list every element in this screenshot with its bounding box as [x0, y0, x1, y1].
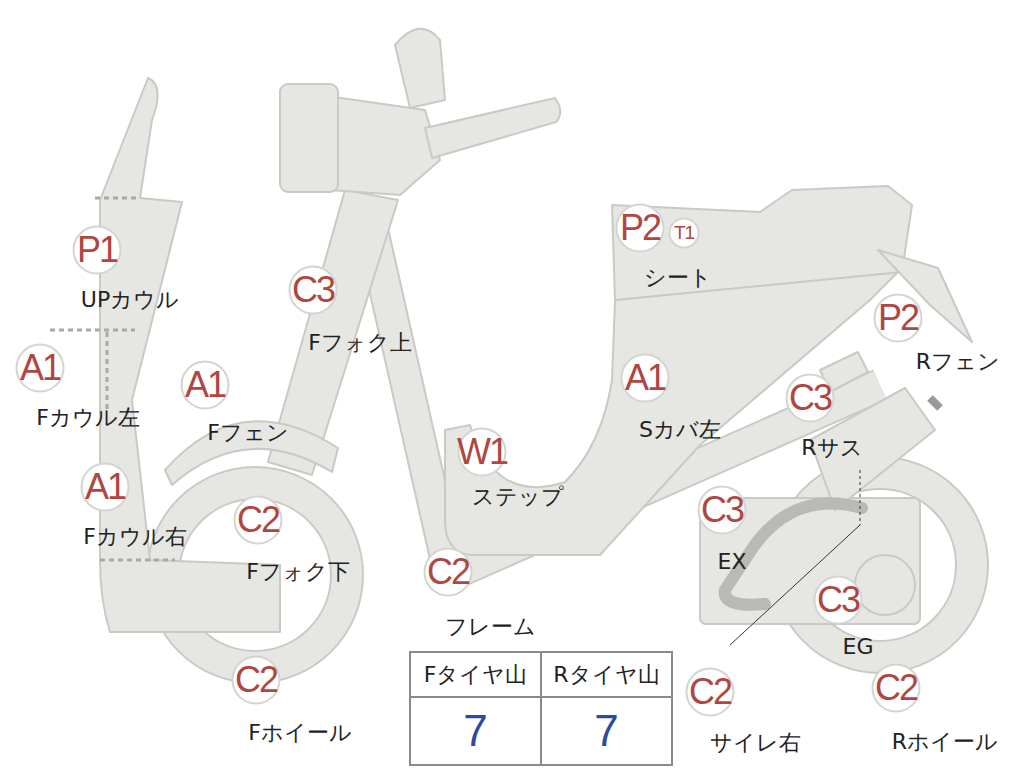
damage-callout: A1Fカウル右	[80, 462, 130, 512]
damage-callout: A1Fフェン	[180, 360, 230, 410]
part-name: Sカバ左	[639, 418, 721, 442]
part-name: Rホイール	[892, 730, 998, 754]
damage-callout: C2Fホイール	[231, 655, 281, 705]
callout-code: C3	[785, 373, 835, 423]
damage-callout: C2Rホイール	[871, 663, 921, 713]
table-value: 7	[410, 697, 541, 765]
table-header: Fタイヤ山	[410, 652, 541, 697]
part-name: Fカウル左	[36, 406, 140, 430]
callout-code: C2	[423, 547, 473, 597]
part-name: フレーム	[445, 615, 536, 639]
damage-callout: P2シート	[615, 203, 665, 253]
part-name: Rサス	[801, 436, 862, 460]
part-name: UPカウル	[81, 288, 179, 312]
damage-callout: P2Rフェン	[873, 293, 923, 343]
callout-code: T1	[668, 217, 700, 249]
damage-callout: C3Rサス	[785, 373, 835, 423]
part-name: Fフォク下	[246, 560, 350, 584]
part-name: Fホイール	[248, 721, 352, 745]
part-name: ステップ	[472, 485, 564, 509]
damage-callout: C3Fフォク上	[288, 265, 338, 315]
part-name: Fカウル右	[83, 525, 187, 549]
callout-code: C2	[685, 667, 735, 717]
damage-callout: C2Fフォク下	[233, 495, 283, 545]
callout-code: P1	[72, 225, 122, 275]
callout-code: C3	[813, 575, 863, 625]
callout-code: P2	[615, 203, 665, 253]
damage-callout: T1	[668, 217, 700, 249]
damage-callout: A1Fカウル左	[15, 343, 65, 393]
damage-callout: A1Sカバ左	[620, 353, 670, 403]
damage-callout: C3EX	[697, 485, 747, 535]
callout-code: C2	[231, 655, 281, 705]
part-name: Fフェン	[207, 421, 289, 445]
callout-code: A1	[180, 360, 230, 410]
damage-callout: C2フレーム	[423, 547, 473, 597]
damage-callout: P1UPカウル	[72, 225, 122, 275]
damage-callout: W1ステップ	[457, 427, 507, 477]
damage-callout: C3EG	[813, 575, 863, 625]
part-name: シート	[644, 266, 712, 290]
part-name: EX	[718, 550, 747, 574]
callout-code: A1	[620, 353, 670, 403]
callout-code: A1	[80, 462, 130, 512]
callout-code: A1	[15, 343, 65, 393]
part-name: サイレ右	[710, 731, 801, 755]
callout-code: C2	[233, 495, 283, 545]
damage-callout: C2サイレ右	[685, 667, 735, 717]
callout-code: C3	[288, 265, 338, 315]
table-header: Rタイヤ山	[541, 652, 672, 697]
part-name: Fフォク上	[308, 331, 412, 355]
table-value: 7	[541, 697, 672, 765]
callout-code: W1	[457, 427, 507, 477]
part-name: EG	[843, 635, 874, 659]
callout-code: C2	[871, 663, 921, 713]
callout-code: P2	[873, 293, 923, 343]
callout-code: C3	[697, 485, 747, 535]
part-name: Rフェン	[916, 350, 1000, 374]
